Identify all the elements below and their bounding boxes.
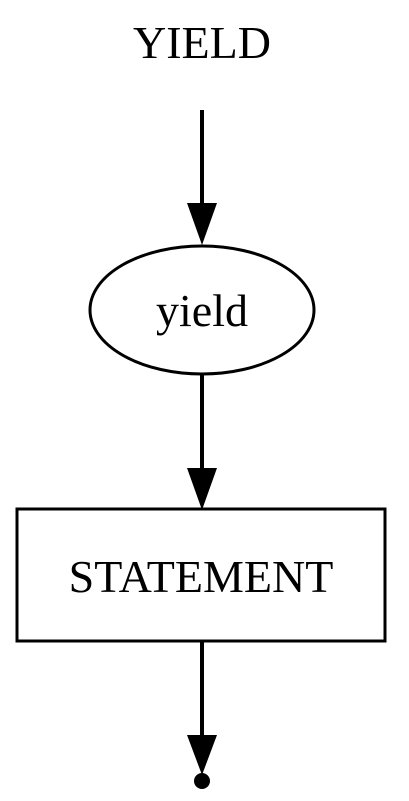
diagram-title: YIELD [133,17,271,68]
node-statement-label: STATEMENT [69,551,334,602]
node-yield [88,244,316,376]
arrowhead-to-yield [187,203,217,245]
end-point-marker [194,773,210,789]
arrowhead-to-end [187,735,217,775]
arrowhead-to-statement [187,468,217,510]
node-yield-label: yield [156,285,248,336]
